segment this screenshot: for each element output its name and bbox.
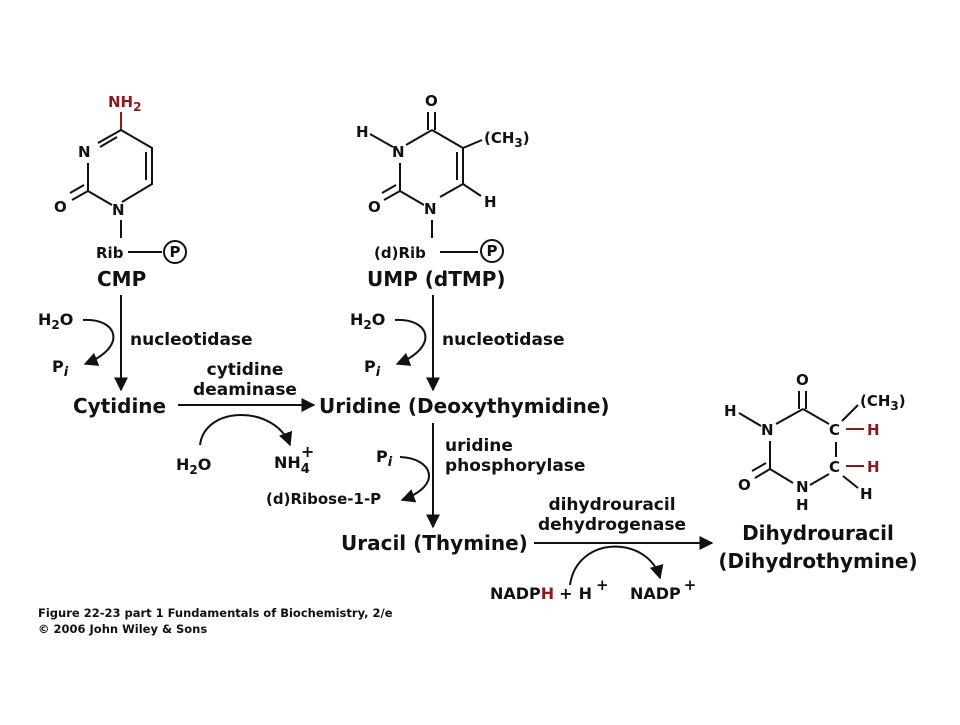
dehydrogenase-label-line1: dihydrouracil <box>548 495 675 515</box>
ump-double-bond-c2o <box>381 184 397 194</box>
ribose-1-p-label: (d)Ribose-1-P <box>266 490 381 508</box>
ump-to-uridine-step: H2O Pi nucleotidase <box>350 295 565 392</box>
dihydrouracil-structure: O H N C (CH3) H C H H N H O Dihydrouraci… <box>718 371 917 573</box>
cmp-water-label: H2O <box>38 310 73 332</box>
ump-nucleotidase-label: nucleotidase <box>442 330 565 350</box>
dhu-h6a-label: H <box>867 458 880 476</box>
dhu-c6-label: C <box>829 458 840 476</box>
cmp-double-bond-c4n3 <box>99 136 118 148</box>
uridine-name: Uridine (Deoxythymidine) <box>319 394 610 418</box>
cytidine-name: Cytidine <box>73 394 166 418</box>
cytidine-to-uridine-step: cytidine deaminase H2O NH4+ <box>176 360 316 477</box>
ump-bond-c5ch3 <box>462 139 483 149</box>
dhu-bond-c4c5 <box>802 408 830 425</box>
cmp-structure: NH2 N O N Rib P CMP <box>54 93 187 291</box>
cmp-double-bond-c2o <box>69 184 85 194</box>
ump-h6-label: H <box>484 193 497 211</box>
caption-line2: © 2006 John Wiley & Sons <box>38 622 207 636</box>
dhu-h6b-label: H <box>860 485 873 503</box>
ump-rib-label: (d)Rib <box>374 244 426 262</box>
cmp-bond-c2o <box>71 190 89 201</box>
figure-caption: Figure 22-23 part 1 Fundamentals of Bioc… <box>38 606 393 636</box>
ump-ch3-label: (CH3) <box>484 129 530 150</box>
ump-hydrolysis-curve <box>394 318 427 366</box>
cmp-o2-label: O <box>54 198 67 216</box>
nadph-label: NADPH+H+ <box>490 576 609 603</box>
dhu-n3-label: N <box>761 421 774 439</box>
dhu-bond-c6n1 <box>809 473 830 486</box>
ump-n3-label: N <box>392 143 405 161</box>
ump-bond-c2n1 <box>399 190 425 206</box>
ump-bond-c6h <box>462 183 482 197</box>
uridine-to-uracil-step: Pi (d)Ribose-1-P uridine phosphorylase <box>266 423 585 529</box>
phosphorylase-pi-label: Pi <box>376 447 393 470</box>
ump-bond-c4n3 <box>405 129 433 146</box>
ump-phosphate-label: P <box>487 242 498 260</box>
ammonium-label: NH4+ <box>274 442 314 477</box>
cmp-n3-label: N <box>78 143 91 161</box>
cmp-bond-c2n1 <box>87 190 113 206</box>
cmp-name: CMP <box>97 267 146 291</box>
dehydrogenase-curve <box>569 545 664 586</box>
deaminase-label-line2: deaminase <box>193 380 297 400</box>
deaminase-label-line1: cytidine <box>207 360 284 380</box>
dhu-bond-h3n3 <box>738 412 762 427</box>
cmp-pi-label: Pi <box>52 357 69 380</box>
dhu-ch3-label: (CH3) <box>860 392 906 413</box>
nadp-plus-label: NADP+ <box>630 576 696 603</box>
dhu-bond-c4n3 <box>775 408 804 425</box>
deaminase-water-label: H2O <box>176 455 211 477</box>
ump-n1-label: N <box>424 200 437 218</box>
ump-pi-label: Pi <box>364 357 381 380</box>
dihydrouracil-name-line2: (Dihydrothymine) <box>718 549 917 573</box>
uracil-to-dihydrouracil-step: dihydrouracil dehydrogenase NADPH+H+ NAD… <box>490 495 714 603</box>
cmp-phosphate-circle <box>163 240 187 264</box>
dihydrouracil-name-line1: Dihydrouracil <box>742 521 894 545</box>
cmp-to-cytidine-step: H2O Pi nucleotidase <box>38 295 253 392</box>
cmp-nucleotidase-label: nucleotidase <box>130 330 253 350</box>
dhu-o4-label: O <box>796 371 809 389</box>
ump-phosphate-circle <box>480 239 504 263</box>
cmp-bond-c4n3 <box>97 129 122 144</box>
dhu-h3-label: H <box>724 402 737 420</box>
cmp-hydrolysis-curve <box>82 318 115 366</box>
dhu-bond-c2n1 <box>769 468 794 484</box>
cmp-n1-label: N <box>112 201 125 219</box>
caption-line1: Figure 22-23 part 1 Fundamentals of Bioc… <box>38 606 393 620</box>
dhu-bond-c2o <box>754 468 771 479</box>
ump-name: UMP (dTMP) <box>367 267 506 291</box>
ump-bond-c6n1 <box>439 183 464 198</box>
ump-bond-h3n3 <box>369 133 394 148</box>
ump-bond-c2o <box>383 190 401 201</box>
cmp-nh2-label: NH2 <box>108 93 141 114</box>
dhu-bond-c6h <box>842 475 859 489</box>
dhu-bond-c5ch3 <box>841 404 859 422</box>
dhu-h5-label: H <box>867 421 880 439</box>
deaminase-curve <box>199 414 293 447</box>
nadph-text: NADP <box>490 584 541 603</box>
dhu-c5-label: C <box>829 421 840 439</box>
phosphorylase-label-line2: phosphorylase <box>445 456 585 476</box>
ump-h3-label: H <box>356 123 369 141</box>
ump-o4-label: O <box>425 92 438 110</box>
ump-water-label: H2O <box>350 310 385 332</box>
phosphorylase-curve <box>399 456 430 503</box>
uracil-name: Uracil (Thymine) <box>341 531 528 555</box>
dhu-o2-label: O <box>738 476 751 494</box>
ump-structure: O H N (CH3) H O N (d)Rib P UMP (dTMP) <box>356 92 530 291</box>
nadph-h: H <box>541 584 554 603</box>
dhu-h1-label: H <box>796 496 809 514</box>
cmp-ring-right <box>120 129 153 203</box>
dhu-n1-label: N <box>796 478 809 496</box>
dhu-double-bond-c2o <box>751 462 767 472</box>
dehydrogenase-label-line2: dehydrogenase <box>538 515 686 535</box>
cmp-phosphate-label: P <box>170 243 181 261</box>
ump-o2-label: O <box>368 198 381 216</box>
cmp-rib-label: Rib <box>96 244 124 262</box>
phosphorylase-label-line1: uridine <box>445 436 513 456</box>
ump-bond-c4c5 <box>431 129 464 149</box>
